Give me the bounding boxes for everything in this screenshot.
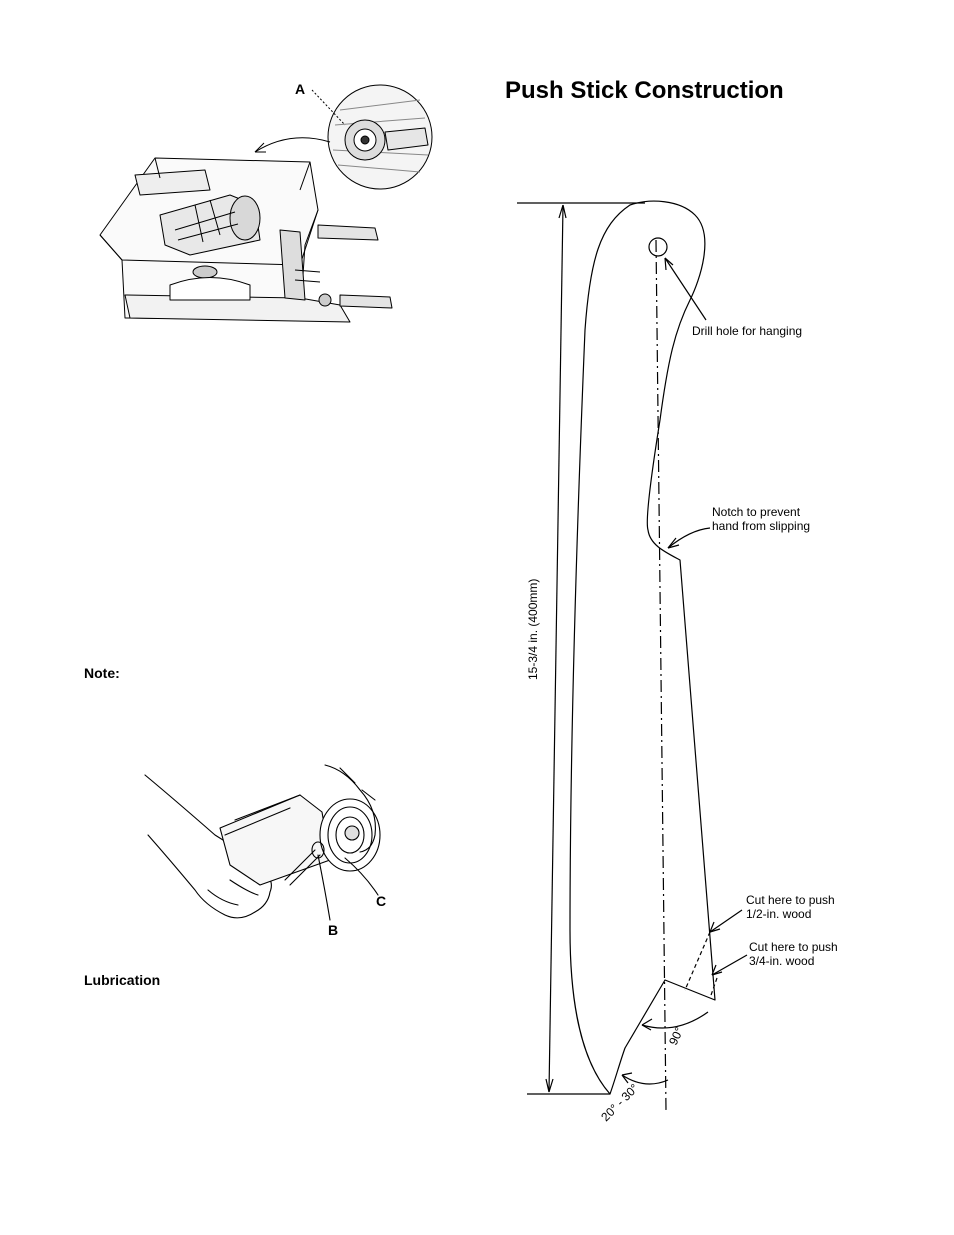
lubrication-label: Lubrication xyxy=(84,972,161,988)
callout-a: A xyxy=(295,81,306,97)
drill-hole xyxy=(648,237,668,257)
center-line xyxy=(655,239,667,1111)
cut-half-label-line1: Cut here to push xyxy=(746,893,835,907)
callout-b: B xyxy=(328,922,339,938)
cut-line-three-quarter-inch xyxy=(709,977,718,999)
cut-three-quarter-label-line1: Cut here to push xyxy=(749,940,838,954)
drill-hole-label: Drill hole for hanging xyxy=(692,324,802,338)
cut-three-quarter-label-line2: 3/4-in. wood xyxy=(749,954,814,968)
cut-line-half-inch xyxy=(684,931,711,991)
push-stick-outline xyxy=(569,200,716,1095)
notch-label-line2: hand from slipping xyxy=(712,519,810,533)
note-label: Note: xyxy=(84,665,120,681)
cut-half-label-line2: 1/2-in. wood xyxy=(746,907,811,921)
notch-label-line1: Notch to prevent xyxy=(712,505,801,519)
page-title: Push Stick Construction xyxy=(505,77,784,104)
length-label: 15-3/4 in. (400mm) xyxy=(526,579,540,680)
length-dimension-line xyxy=(548,204,564,1093)
callout-c: C xyxy=(376,893,387,909)
